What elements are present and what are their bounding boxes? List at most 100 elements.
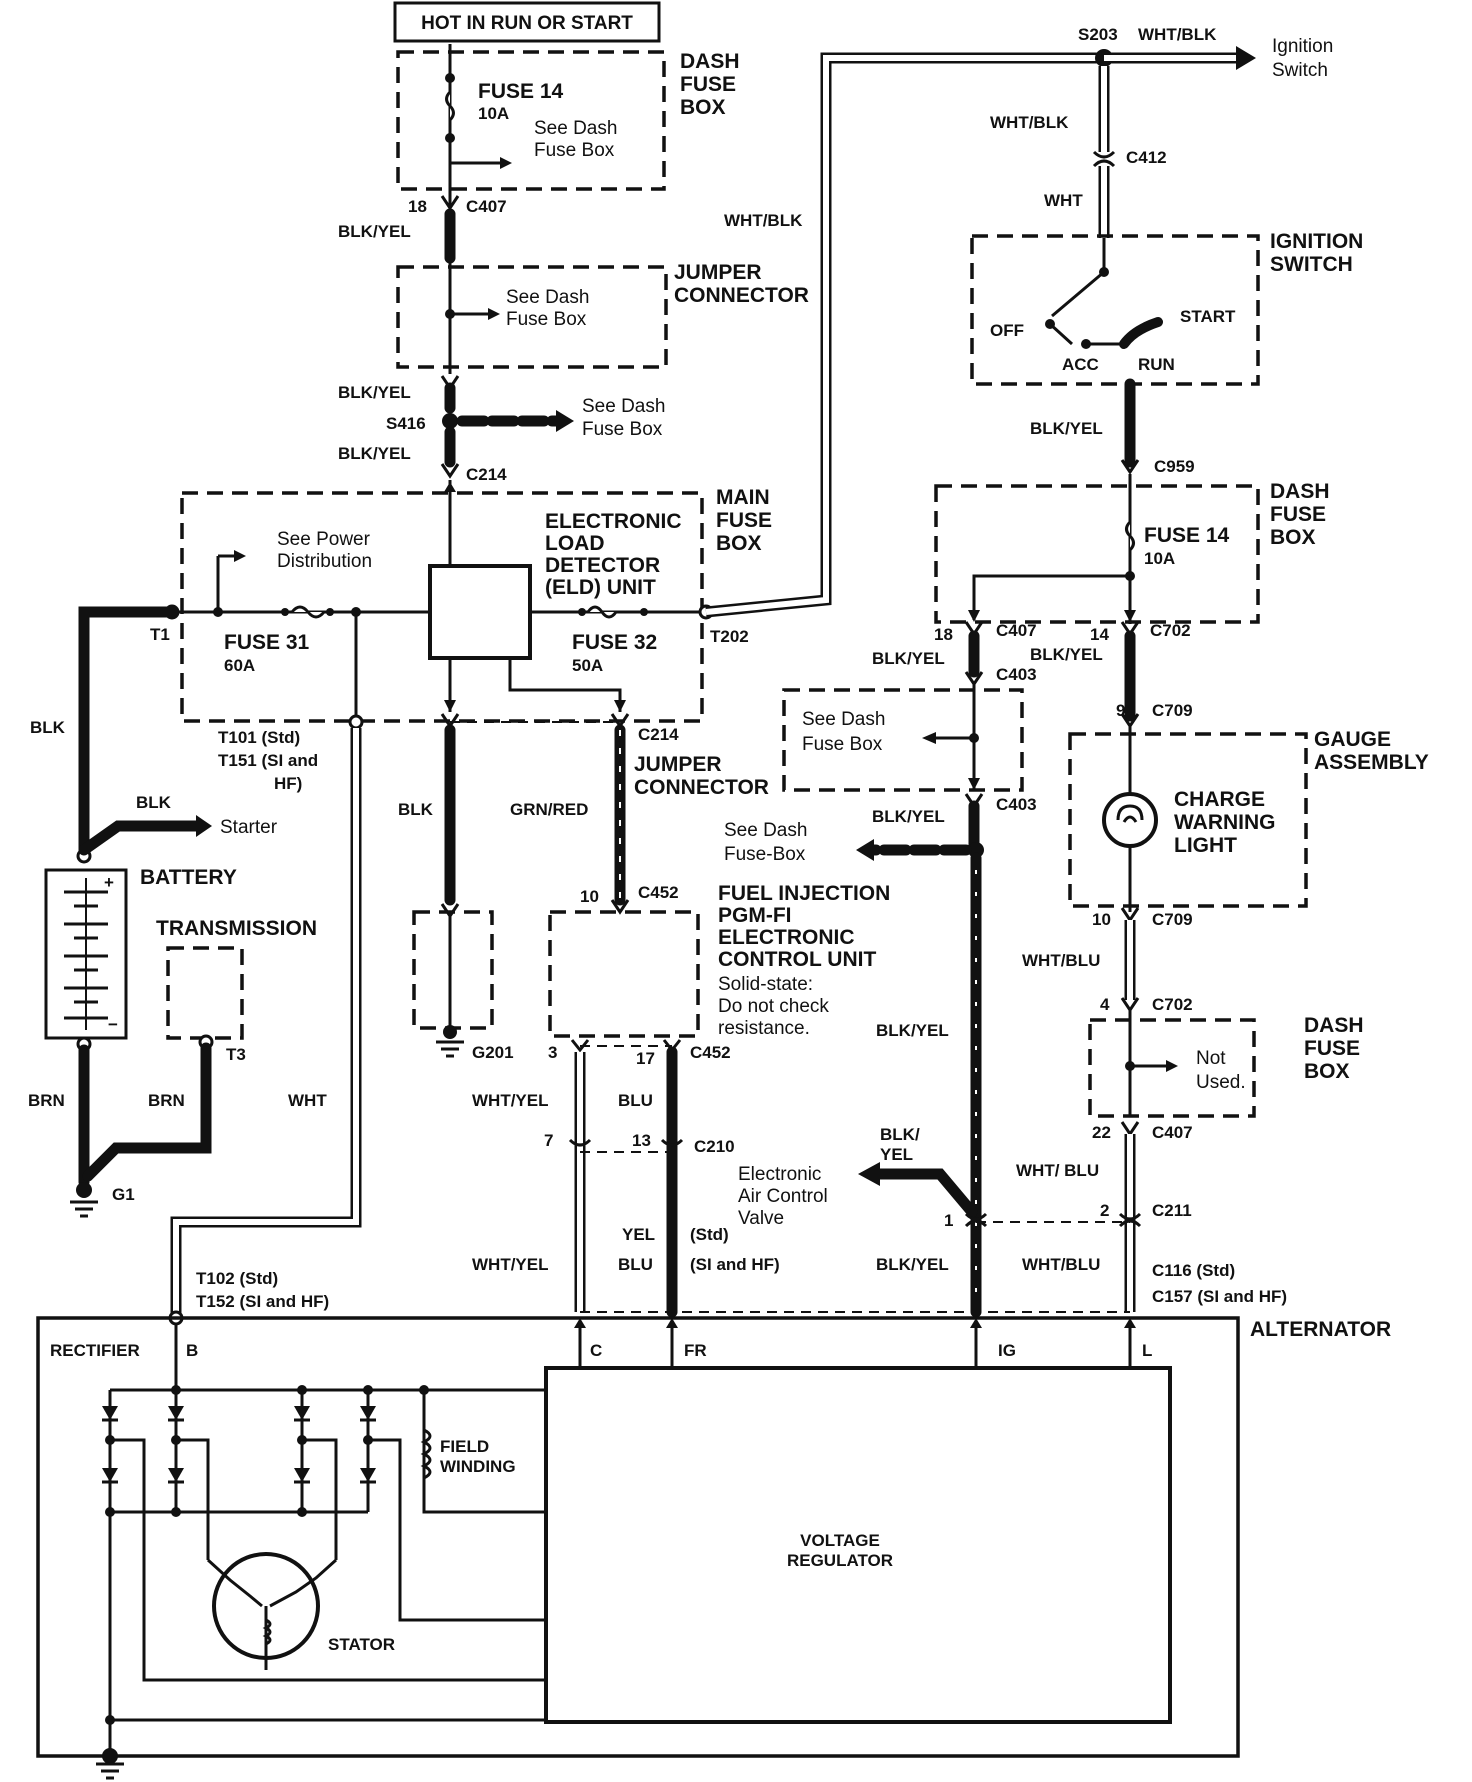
fuse14-top-label: FUSE 14 <box>478 80 564 103</box>
c210-pin13-icon <box>660 1138 684 1147</box>
eacv-label-1: Electronic <box>738 1164 821 1185</box>
see-power-node <box>213 607 223 617</box>
t1-label: T1 <box>150 625 170 644</box>
battery-plus-sign: + <box>104 873 114 892</box>
c959-connector-icon <box>1120 459 1140 475</box>
fuse32-icon <box>586 605 618 619</box>
c709-top-label: C709 <box>1152 701 1193 720</box>
grn-red-label: GRN/RED <box>510 800 588 819</box>
dash-fuse-box-top-line2: FUSE <box>680 73 736 96</box>
c211-pin2-connector-icon <box>1118 1212 1142 1228</box>
t3-label: T3 <box>226 1045 246 1064</box>
blk-yel-b-label: BLK/YEL <box>1030 645 1103 664</box>
eld-down-arrowhead <box>444 700 456 712</box>
wht-blk-long-label: WHT/BLK <box>724 211 803 230</box>
c702-bottom-label: C702 <box>1152 995 1193 1014</box>
alt-terminal-l <box>1124 1318 1136 1368</box>
fuse14-right-icon <box>1125 520 1135 552</box>
see-dash2-arrowhead <box>856 839 874 861</box>
pin1-label: 1 <box>944 1211 953 1230</box>
top-fuse-node2 <box>445 133 455 143</box>
fuse14-top-amp: 10A <box>478 104 509 123</box>
ignition-switch-box <box>970 234 1260 386</box>
c407-top-connector-icon <box>440 195 460 211</box>
pin22-label: 22 <box>1092 1123 1111 1142</box>
fuse31-node-a <box>281 608 289 616</box>
brn2-label: BRN <box>148 1091 185 1110</box>
c210-label: C210 <box>694 1137 735 1156</box>
pin13-label: 13 <box>632 1131 651 1150</box>
voltage-regulator-block <box>544 1366 1172 1724</box>
c702-right-label: C702 <box>1150 621 1191 640</box>
fuse14-right-label: FUSE 14 <box>1144 524 1230 547</box>
dash-fuse-box-2 <box>934 484 1260 624</box>
blu2-label: BLU <box>618 1255 653 1274</box>
starter-label: Starter <box>220 817 278 838</box>
fuse14-top-icon <box>445 90 455 122</box>
alternator-housing <box>36 1316 1240 1758</box>
ignition-acc: ACC <box>1062 355 1099 374</box>
see-power-1: See Power <box>277 529 371 550</box>
wht-wire-inner <box>173 728 359 1316</box>
alt-terminal-fr <box>666 1318 678 1368</box>
dash-box3-arrowhead <box>1166 1060 1178 1072</box>
alt-terminal-c <box>574 1318 586 1368</box>
g201-connector-icon <box>440 903 460 919</box>
s416-arrowhead <box>556 410 574 432</box>
s203-label: S203 <box>1078 25 1118 44</box>
bulb-filament-icon <box>1116 804 1144 823</box>
ignition-link <box>1048 322 1074 346</box>
field-winding-icon <box>420 1428 432 1480</box>
not-used-1: Not <box>1196 1048 1226 1069</box>
brn1-label: BRN <box>28 1091 65 1110</box>
c407-branch-arrowhead <box>968 610 980 622</box>
jumper1-label-1: JUMPER <box>674 261 762 284</box>
terminal-l-label: L <box>1142 1341 1152 1360</box>
charge-label-3: LIGHT <box>1174 834 1237 857</box>
pin10-right-label: 10 <box>1092 910 1111 929</box>
dash-fuse-box-top-line1: DASH <box>680 50 740 73</box>
hot-in-run-box <box>393 1 661 43</box>
jumper-connector-1 <box>396 265 668 369</box>
c403-top-label: C403 <box>996 665 1037 684</box>
starter-wire <box>78 820 206 856</box>
wht-yel-label: WHT/YEL <box>472 1091 549 1110</box>
fuse31-label: FUSE 31 <box>224 631 310 654</box>
wht-blk-label: WHT/BLK <box>990 113 1069 132</box>
si-hf-label: (SI and HF) <box>690 1255 780 1274</box>
ecu-label-1: FUEL INJECTION <box>718 882 890 905</box>
battery-minus-sign: − <box>108 1015 118 1034</box>
dash-box2-label-2: FUSE <box>1270 503 1326 526</box>
ignition-label-1: IGNITION <box>1270 230 1363 253</box>
hot-in-run-label: HOT IN RUN OR START <box>421 13 633 34</box>
trans-brn-wire <box>82 1042 212 1182</box>
pin3-label: 3 <box>548 1043 557 1062</box>
c210-pin7-icon <box>568 1138 592 1147</box>
wht-label: WHT <box>288 1091 327 1110</box>
terminal-c-label: C <box>590 1341 602 1360</box>
t151-label-2: HF) <box>274 774 302 793</box>
fuse31-node-b <box>326 608 334 616</box>
see-dash2-splice <box>968 842 984 858</box>
c452-top-connector-icon <box>610 899 630 915</box>
c959-label: C959 <box>1154 457 1195 476</box>
c407-bottom-connector-icon <box>1120 1121 1140 1137</box>
see-dash-mid-1: See Dash <box>802 709 885 730</box>
dash-box2-label-1: DASH <box>1270 480 1330 503</box>
battery-cells-icon <box>64 878 108 1030</box>
stator-label: STATOR <box>328 1635 395 1654</box>
c412-label: C412 <box>1126 148 1167 167</box>
see-dash-mid-arrowhead <box>922 732 936 744</box>
pin17-label: 17 <box>636 1049 655 1068</box>
s416-splice <box>442 413 458 429</box>
eld-ecu-arrowhead <box>614 700 626 712</box>
fuse14-branch-c407 <box>972 574 1130 620</box>
c214-top-label: C214 <box>466 465 507 484</box>
terminal-b-label: B <box>186 1341 198 1360</box>
wht-yel2-label: WHT/YEL <box>472 1255 549 1274</box>
transmission-label: TRANSMISSION <box>156 917 317 940</box>
not-used-2: Used. <box>1196 1072 1246 1093</box>
s416-blk-yel: BLK/YEL <box>338 444 411 463</box>
ign-blk-yel-label: BLK/YEL <box>1030 419 1103 438</box>
